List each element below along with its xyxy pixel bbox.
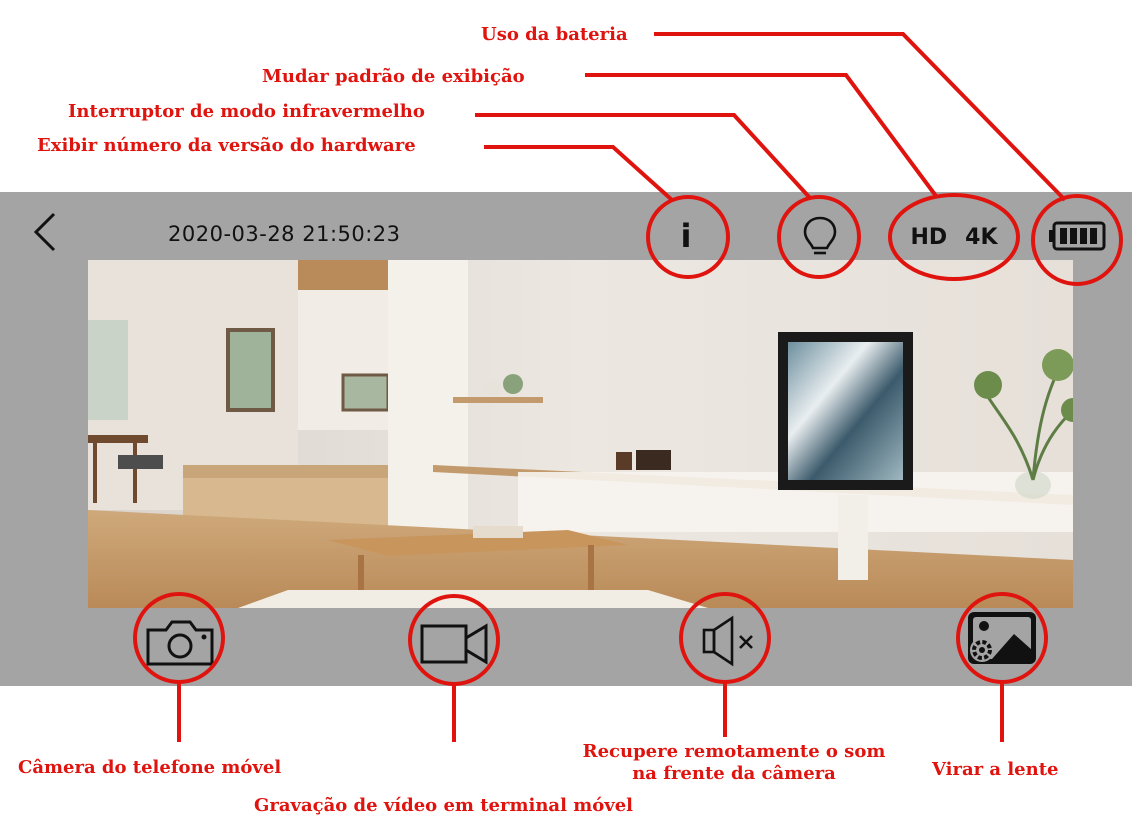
info-icon: i (680, 217, 692, 255)
annotation-display-mode: Mudar padrão de exibição (262, 66, 525, 87)
remote-audio-button[interactable] (698, 614, 766, 668)
annotation-hardware-version: Exibir número da versão do hardware (37, 135, 416, 156)
flip-lens-button[interactable] (962, 606, 1042, 672)
annotation-video-recording: Gravação de vídeo em terminal móvel (254, 795, 634, 816)
room-scene-image (88, 260, 1073, 608)
annotation-remote-sound-line2: na frente da câmera (632, 763, 836, 784)
take-photo-button[interactable] (142, 614, 218, 670)
battery-status (1042, 218, 1114, 254)
record-video-button[interactable] (416, 618, 492, 668)
video-camera-icon (420, 623, 488, 665)
chevron-left-icon (33, 212, 56, 252)
hd-label: HD (910, 224, 948, 250)
lightbulb-icon (803, 216, 837, 255)
timestamp: 2020-03-28 21:50:23 (168, 222, 401, 246)
leader-display-mode (585, 73, 938, 198)
image-settings-icon (968, 612, 1036, 664)
annotation-flip-lens: Virar a lente (932, 759, 1059, 780)
annotation-infrared-switch: Interruptor de modo infravermelho (68, 101, 425, 122)
infrared-toggle-button[interactable] (800, 212, 840, 260)
4k-label: 4K (965, 224, 998, 250)
camera-icon (146, 620, 214, 666)
speaker-muted-icon (702, 615, 753, 667)
annotation-remote-sound-line1: Recupere remotamente o som (582, 741, 886, 762)
leader-infrared (475, 113, 812, 200)
annotation-remote-sound: Recupere remotamente o som na frente da … (556, 741, 912, 785)
resolution-toggle-button[interactable]: HD 4K (896, 218, 1012, 256)
annotation-phone-camera: Câmera do telefone móvel (18, 757, 282, 778)
annotation-battery-usage: Uso da bateria (481, 24, 628, 45)
leader-battery (654, 32, 1067, 202)
battery-full-icon (1049, 221, 1106, 251)
live-video-feed[interactable] (88, 260, 1073, 608)
info-button[interactable]: i (664, 214, 708, 258)
back-button[interactable] (26, 210, 66, 254)
